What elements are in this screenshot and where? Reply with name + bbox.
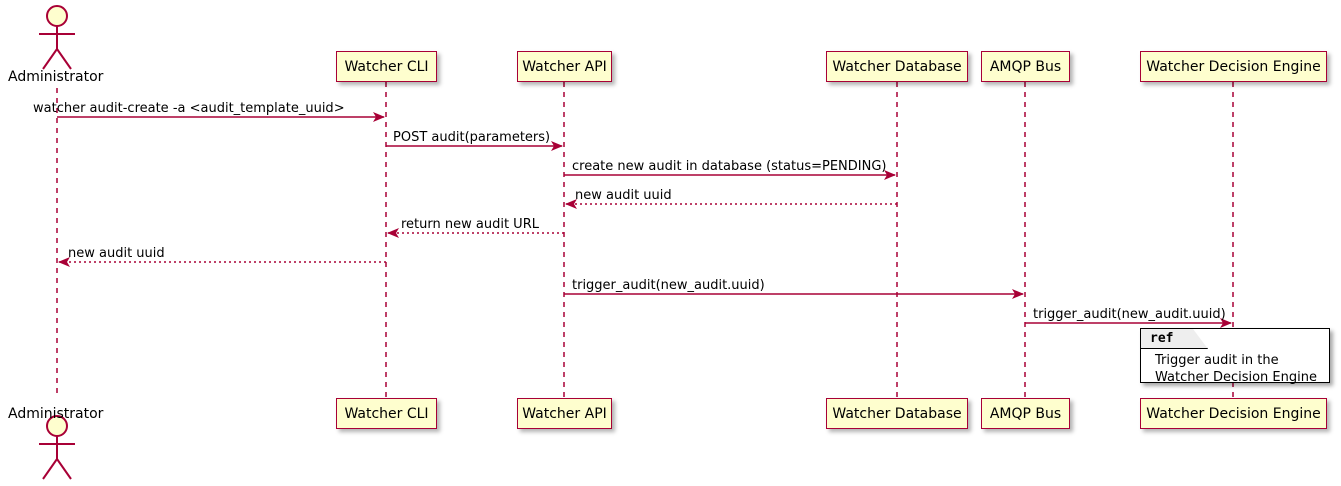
actor-leg-right <box>56 48 72 70</box>
fragment-tab-label: ref <box>1150 331 1174 346</box>
message-arrows-group <box>57 112 1232 328</box>
lifelines-group <box>56 82 1234 398</box>
actor-leg-left <box>42 48 58 70</box>
message-label-8: trigger_audit(new_audit.uuid) <box>1033 307 1226 322</box>
message-label-1: watcher audit-create -a <audit_template_… <box>33 101 345 116</box>
actor-head <box>46 5 68 27</box>
participant-watcher-decision-engine-bottom[interactable]: Watcher Decision Engine <box>1140 398 1327 429</box>
message-label-3: create new audit in database (status=PEN… <box>572 159 887 174</box>
actor-label-administrator-top: Administrator <box>8 69 104 85</box>
actor-leg-left <box>42 458 58 480</box>
actor-leg-right <box>56 458 72 480</box>
actor-figures-group <box>39 5 75 480</box>
participant-watcher-api-top[interactable]: Watcher API <box>517 51 612 82</box>
participant-watcher-database-bottom[interactable]: Watcher Database <box>826 398 968 429</box>
message-label-4: new audit uuid <box>575 188 672 203</box>
participant-amqp-bus-bottom[interactable]: AMQP Bus <box>981 398 1070 429</box>
participant-watcher-decision-engine-top[interactable]: Watcher Decision Engine <box>1140 51 1327 82</box>
actor-label-administrator-bottom: Administrator <box>8 406 104 422</box>
fragment-body-line: Watcher Decision Engine <box>1155 370 1317 385</box>
fragment-body-line: Trigger audit in the <box>1155 353 1279 368</box>
actor-figure-administrator-top <box>39 5 75 70</box>
actor-figure-administrator-bottom <box>39 415 75 480</box>
message-label-7: trigger_audit(new_audit.uuid) <box>572 278 765 293</box>
participant-watcher-database-top[interactable]: Watcher Database <box>826 51 968 82</box>
participant-watcher-cli-bottom[interactable]: Watcher CLI <box>336 398 437 429</box>
participant-watcher-api-bottom[interactable]: Watcher API <box>517 398 612 429</box>
message-label-5: return new audit URL <box>401 217 539 232</box>
message-label-6: new audit uuid <box>68 246 165 261</box>
message-label-2: POST audit(parameters) <box>393 130 551 145</box>
participant-watcher-cli-top[interactable]: Watcher CLI <box>336 51 437 82</box>
participant-amqp-bus-top[interactable]: AMQP Bus <box>981 51 1070 82</box>
